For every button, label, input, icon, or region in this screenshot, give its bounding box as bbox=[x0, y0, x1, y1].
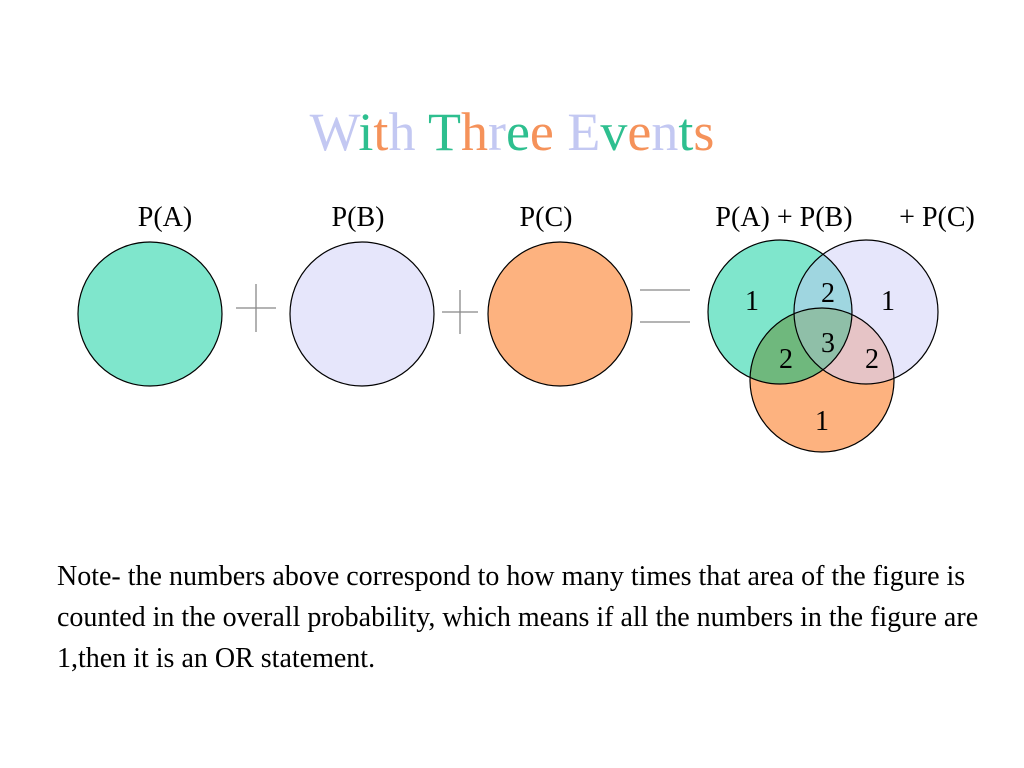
title-letter: i bbox=[358, 102, 374, 162]
count-b-only: 1 bbox=[881, 286, 895, 317]
title-letter: r bbox=[487, 102, 506, 162]
label-pa: P(A) bbox=[138, 202, 192, 233]
title-letter: s bbox=[693, 102, 715, 162]
circle-a bbox=[77, 241, 223, 387]
title-letter: T bbox=[427, 102, 461, 162]
probability-diagram: P(A) P(B) P(C) P(A) + P(B) + P(C) bbox=[77, 202, 975, 453]
note-text: Note- the numbers above correspond to ho… bbox=[57, 561, 979, 674]
title-letter: v bbox=[600, 102, 628, 162]
title-letter: e bbox=[529, 102, 554, 162]
count-a-only: 1 bbox=[745, 286, 759, 317]
title-letter: t bbox=[678, 102, 694, 162]
label-sum-ab: P(A) + P(B) bbox=[715, 202, 852, 233]
title-letter: h bbox=[388, 102, 416, 162]
circle-b bbox=[289, 241, 435, 387]
circle-c bbox=[487, 241, 633, 387]
title-letter: W bbox=[309, 102, 359, 162]
label-pc: P(C) bbox=[520, 202, 573, 233]
slide-title: With Three Events bbox=[0, 100, 1024, 164]
title-letter: e bbox=[505, 102, 530, 162]
label-sum-c: + P(C) bbox=[899, 202, 975, 233]
count-ab: 2 bbox=[821, 278, 835, 309]
plus-operator-1 bbox=[236, 284, 276, 332]
count-ac: 2 bbox=[779, 344, 793, 375]
venn-diagram: 1 1 1 2 2 2 3 bbox=[707, 239, 939, 453]
title-letter: e bbox=[627, 102, 652, 162]
title-letter: h bbox=[460, 102, 488, 162]
count-bc: 2 bbox=[865, 344, 879, 375]
title-letter: n bbox=[651, 102, 679, 162]
plus-operator-2 bbox=[442, 290, 478, 334]
count-c-only: 1 bbox=[815, 406, 829, 437]
count-abc: 3 bbox=[821, 328, 835, 359]
equals-operator bbox=[640, 289, 690, 323]
label-pb: P(B) bbox=[332, 202, 385, 233]
title-letter: E bbox=[567, 102, 601, 162]
title-letter: t bbox=[373, 102, 389, 162]
